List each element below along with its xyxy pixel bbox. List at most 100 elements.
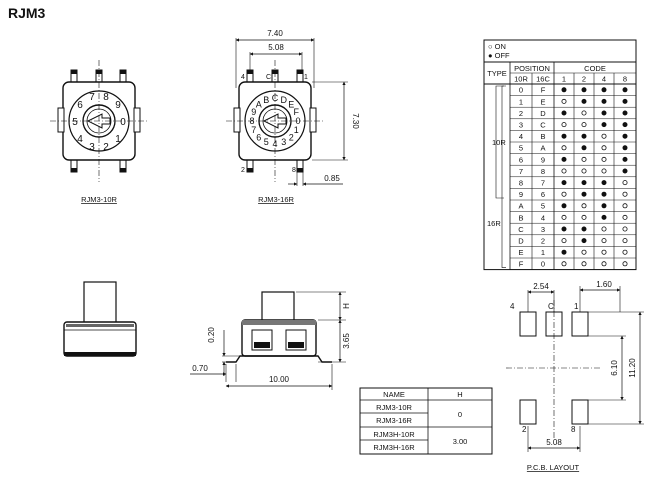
code-dot-filled bbox=[561, 110, 567, 116]
dial-char: 6 bbox=[256, 132, 261, 142]
dial-char: 1 bbox=[294, 125, 299, 135]
code-dot-open bbox=[561, 98, 567, 104]
pcb-dim-pitch: 2.54 bbox=[533, 282, 549, 291]
h-table-name: RJM3H-16R bbox=[373, 443, 415, 452]
position-10r: 1 bbox=[519, 97, 523, 106]
dial-numbers-10r: 0 1 2 3 4 5 6 7 8 9 bbox=[72, 92, 126, 153]
code-dot-filled bbox=[622, 168, 628, 174]
dim-overall-width: 7.40 bbox=[235, 29, 315, 88]
pcb-pad-label: 2 bbox=[522, 425, 527, 434]
code-dot-open bbox=[622, 180, 628, 186]
code-dot-open bbox=[601, 226, 607, 232]
legend-on: ○ ON bbox=[488, 42, 506, 51]
pin-label: C bbox=[266, 74, 271, 81]
position-10r: 3 bbox=[519, 121, 523, 130]
code-dot-filled bbox=[622, 110, 628, 116]
position-16c: 7 bbox=[541, 179, 545, 188]
dim-pin-span: 5.08 bbox=[249, 43, 303, 72]
code-dot-open bbox=[622, 261, 628, 267]
code-dot-filled bbox=[581, 133, 587, 139]
position-16c: 9 bbox=[541, 155, 545, 164]
position-10r: E bbox=[518, 248, 523, 257]
dial-char: 2 bbox=[289, 132, 294, 142]
code-dot-filled bbox=[561, 203, 567, 209]
code-dot-filled bbox=[622, 98, 628, 104]
code-dot-open bbox=[561, 261, 567, 267]
h-table-name: RJM3-16R bbox=[376, 416, 412, 425]
code-dot-filled bbox=[601, 122, 607, 128]
code-dot-open bbox=[561, 168, 567, 174]
position-16c-header: 16C bbox=[536, 75, 550, 84]
dial-digit: 1 bbox=[115, 134, 121, 145]
side-view-plain bbox=[63, 281, 137, 357]
code-bit-header: 4 bbox=[602, 75, 606, 84]
svg-text:7.30: 7.30 bbox=[351, 113, 360, 129]
code-header: CODE bbox=[584, 64, 606, 73]
code-dot-open bbox=[561, 145, 567, 151]
code-dot-open bbox=[581, 249, 587, 255]
code-dot-open bbox=[581, 122, 587, 128]
dial-char: B bbox=[263, 95, 269, 105]
dial-char: D bbox=[281, 95, 288, 105]
code-dot-filled bbox=[581, 87, 587, 93]
code-dot-filled bbox=[601, 180, 607, 186]
code-dot-filled bbox=[601, 110, 607, 116]
code-dot-open bbox=[622, 214, 628, 220]
legend-off: ● OFF bbox=[488, 51, 510, 60]
position-10r: 2 bbox=[519, 109, 523, 118]
pin-label: 8 bbox=[292, 167, 296, 174]
code-dot-open bbox=[561, 122, 567, 128]
position-10r: 6 bbox=[519, 155, 523, 164]
position-10r: D bbox=[518, 237, 524, 246]
code-dot-open bbox=[601, 168, 607, 174]
code-dot-filled bbox=[581, 145, 587, 151]
code-dot-open bbox=[622, 249, 628, 255]
code-dot-filled bbox=[561, 133, 567, 139]
code-dot-open bbox=[601, 156, 607, 162]
pcb-dim-span: 5.08 bbox=[546, 438, 562, 447]
position-16c: 4 bbox=[541, 213, 545, 222]
code-dot-filled bbox=[561, 180, 567, 186]
code-dot-filled bbox=[622, 156, 628, 162]
pcb-pad-label: C bbox=[548, 302, 554, 311]
type-10r: 10R bbox=[492, 138, 506, 147]
position-10r: B bbox=[518, 213, 523, 222]
position-16c: 1 bbox=[541, 248, 545, 257]
pcb-caption: P.C.B. LAYOUT bbox=[527, 463, 580, 472]
code-bit-header: 8 bbox=[623, 75, 627, 84]
dial-digit: 8 bbox=[103, 92, 109, 103]
svg-text:0.70: 0.70 bbox=[192, 364, 208, 373]
pcb-dim-pad: 1.60 bbox=[596, 280, 612, 289]
dial-digit: 7 bbox=[89, 92, 95, 103]
dial-char: 4 bbox=[272, 139, 277, 149]
h-table: NAME H RJM3-10R RJM3-16R RJM3H-10R RJM3H… bbox=[359, 387, 493, 455]
position-16c: E bbox=[540, 97, 545, 106]
code-dot-open bbox=[581, 214, 587, 220]
position-16c: 3 bbox=[541, 225, 545, 234]
svg-text:7.40: 7.40 bbox=[267, 29, 283, 38]
code-dot-open bbox=[622, 203, 628, 209]
top-view-16r: 7.40 5.08 4 C 1 2 bbox=[226, 29, 360, 204]
dial-digit: 5 bbox=[72, 117, 78, 128]
code-dot-filled bbox=[561, 249, 567, 255]
position-10r: 5 bbox=[519, 144, 523, 153]
pcb-dim-outer: 11.20 bbox=[628, 358, 637, 378]
code-dot-open bbox=[601, 145, 607, 151]
dial-digit: 2 bbox=[103, 142, 109, 153]
code-dot-filled bbox=[622, 133, 628, 139]
pin-label: 4 bbox=[241, 74, 245, 81]
dial-char: C bbox=[272, 93, 279, 103]
code-dot-filled bbox=[581, 191, 587, 197]
pcb-pad-label: 4 bbox=[510, 302, 515, 311]
code-dot-filled bbox=[601, 214, 607, 220]
position-10r: 8 bbox=[519, 179, 523, 188]
pcb-layout: 2.54 1.60 4 C 1 2 8 6.10 bbox=[506, 280, 644, 472]
position-10r: 4 bbox=[519, 132, 523, 141]
position-10r: 7 bbox=[519, 167, 523, 176]
code-dot-filled bbox=[581, 238, 587, 244]
code-dot-open bbox=[581, 168, 587, 174]
dial-char: 3 bbox=[281, 137, 286, 147]
